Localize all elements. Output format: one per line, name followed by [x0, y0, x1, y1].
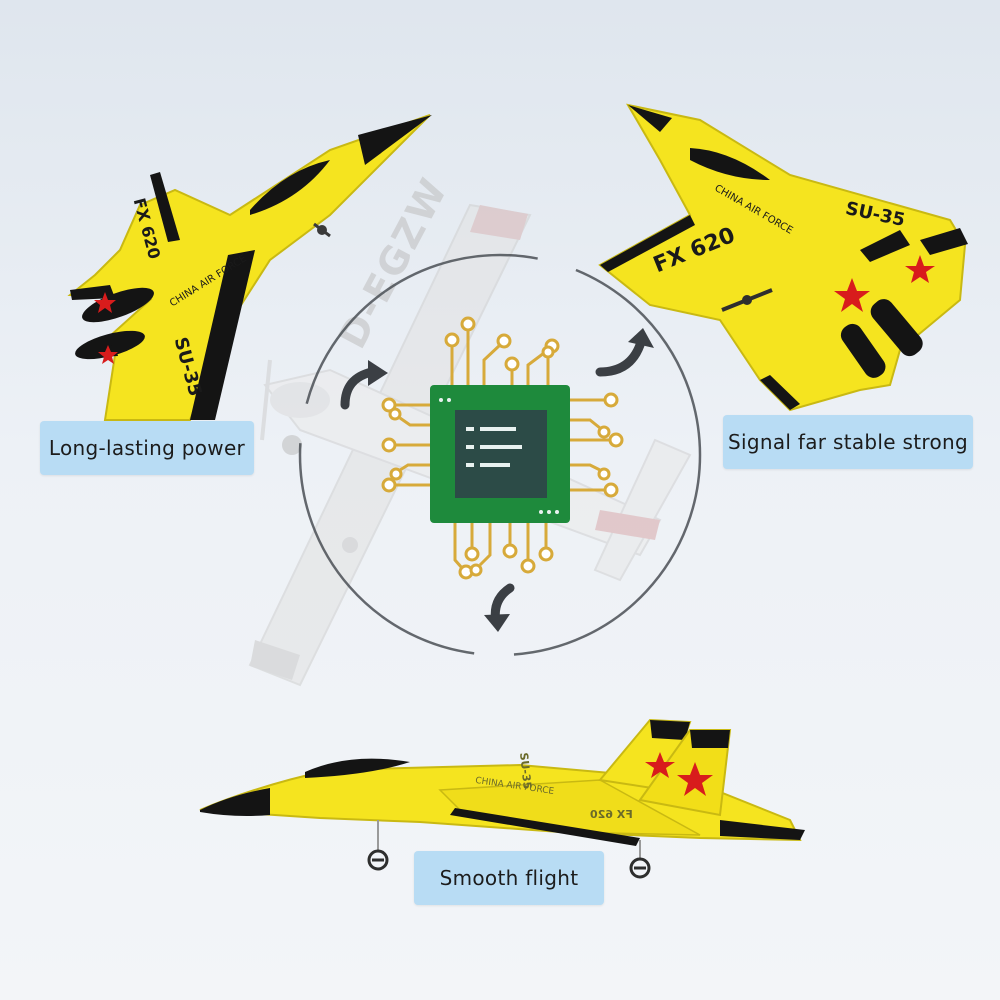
propeller-icon — [313, 222, 331, 238]
feature-label-power: Long-lasting power — [40, 421, 254, 475]
jet-bottom-model-marking: FX 620 — [590, 808, 633, 821]
propeller-icon — [721, 288, 773, 312]
feature-label-smooth: Smooth flight — [414, 851, 604, 905]
feature-label-signal: Signal far stable strong — [723, 415, 973, 469]
